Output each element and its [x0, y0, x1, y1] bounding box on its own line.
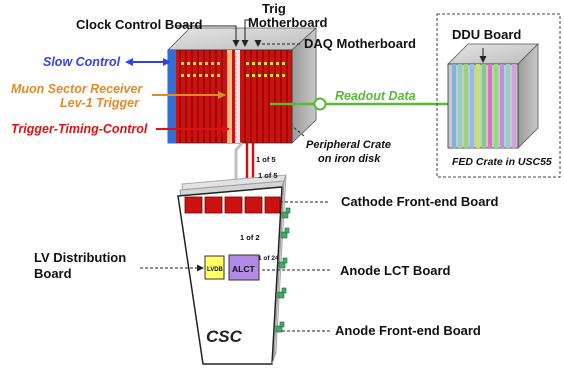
anode-lct-board-label: Anode LCT Board — [340, 263, 451, 278]
peripheral-crate-label-line2: on iron disk — [318, 153, 381, 165]
cathode-front-end-boards — [184, 196, 281, 214]
anode-front-end-boards — [275, 207, 291, 333]
trig-motherboard-label-line1: Trig — [262, 1, 286, 16]
csc-label: CSC — [206, 327, 243, 346]
clock-control-board-label: Clock Control Board — [76, 17, 202, 32]
peripheral-crate — [167, 27, 318, 144]
csc-label-pointers — [140, 201, 330, 332]
anode-fe-board-label: Anode Front-end Board — [335, 323, 481, 338]
slow-control-label: Slow Control — [43, 55, 121, 69]
fed-crate-label: FED Crate in USC55 — [452, 156, 552, 168]
peripheral-crate-label-line1: Peripheral Crate — [306, 139, 391, 151]
ddu-board-label: DDU Board — [452, 27, 521, 42]
one-of-two-label: 1 of 2 — [240, 233, 260, 242]
one-of-five-label-b: 1 of 5 — [258, 171, 278, 180]
readout-data-label: Readout Data — [335, 89, 416, 103]
trig-motherboard-label-line2: Motherboard — [248, 15, 328, 30]
crate-label-pointers — [176, 19, 305, 137]
lvdb-box — [204, 255, 225, 280]
daq-motherboard-label: DAQ Motherboard — [304, 36, 416, 51]
muon-receiver-label-line1: Muon Sector Receiver — [11, 82, 143, 96]
fed-crate — [436, 13, 561, 178]
one-of-five-label-a: 1 of 5 — [256, 155, 276, 164]
slow-control-card — [168, 50, 176, 143]
muon-receiver-card — [227, 50, 232, 143]
lv-distribution-label-line1: LV Distribution — [34, 250, 126, 265]
alct-box — [228, 254, 260, 281]
lvdb-text: LVDB — [207, 267, 224, 273]
ccb-card — [235, 50, 240, 143]
cathode-fe-board-label: Cathode Front-end Board — [341, 194, 498, 209]
ttc-label: Trigger-Timing-Control — [11, 122, 148, 136]
readout-data-link — [270, 97, 478, 111]
lv-distribution-label-line2: Board — [34, 266, 72, 281]
one-of-24-label: 1 of 24 — [258, 255, 279, 262]
muon-receiver-label-line2: Lev-1 Trigger — [60, 96, 140, 110]
alct-text: ALCT — [232, 264, 255, 274]
